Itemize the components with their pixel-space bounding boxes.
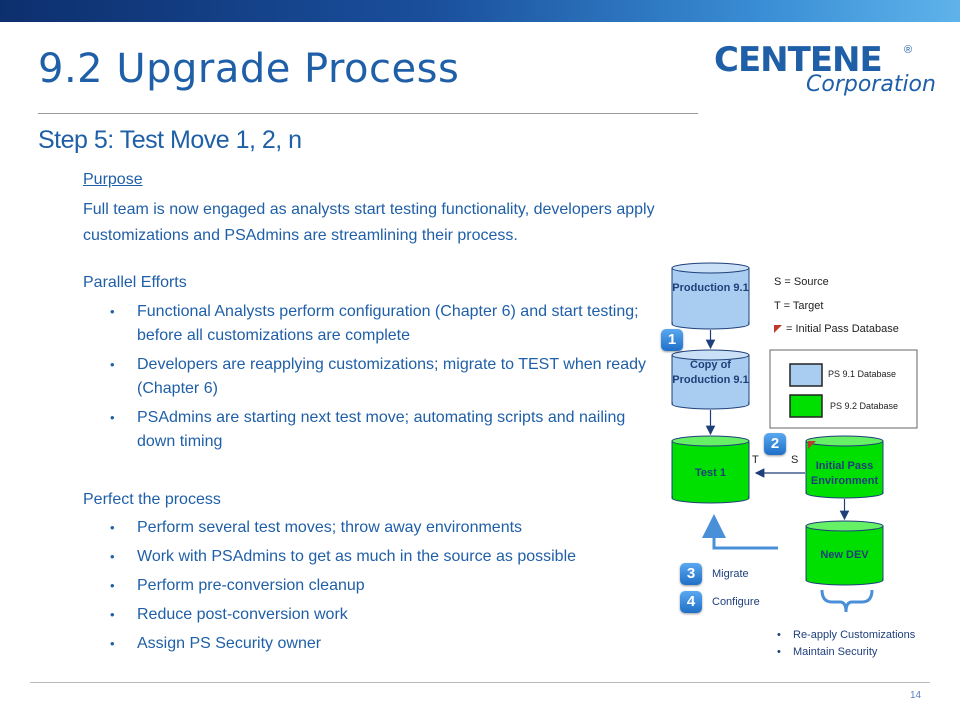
title-divider [38, 113, 698, 114]
list-item: Reduce post-conversion work [110, 603, 655, 627]
db-test-label: Test 1 [695, 467, 726, 479]
legend-ps92-label: PS 9.2 Database [830, 401, 899, 411]
parallel-efforts-heading: Parallel Efforts [83, 274, 187, 291]
list-item: Re-apply Customizations [775, 627, 915, 644]
slide-subtitle: Step 5: Test Move 1, 2, n [38, 126, 302, 154]
legend-initial-flag-icon [774, 325, 782, 333]
logo-wordmark: CENTENE [714, 40, 883, 80]
step-configure-label: Configure [712, 596, 760, 608]
list-item: PSAdmins are starting next test move; au… [110, 406, 655, 454]
legend-swatch-ps92 [789, 394, 823, 418]
list-item: Maintain Security [775, 644, 915, 661]
step-badge-2: 2 [764, 433, 786, 455]
legend-ps91-label: PS 9.1 Database [828, 369, 897, 379]
source-marker-label: S [791, 454, 799, 466]
page-title: 9.2 Upgrade Process [38, 46, 460, 92]
step-badge-4: 4 [680, 591, 702, 613]
parallel-efforts-list: Functional Analysts perform configuratio… [110, 300, 655, 454]
list-item: Assign PS Security owner [110, 632, 655, 656]
step-migrate-label: Migrate [712, 568, 749, 580]
page-number: 14 [910, 690, 922, 701]
db-copy-label: Copy of Production 9.1 [672, 359, 749, 386]
perfect-process-heading: Perfect the process [83, 491, 221, 508]
legend-swatch-ps91 [789, 363, 823, 387]
legend-source: S = Source [774, 276, 829, 288]
list-item: Functional Analysts perform configuratio… [110, 300, 655, 348]
newdev-notes-list: Re-apply Customizations Maintain Securit… [775, 627, 915, 661]
brace-newdev [820, 589, 874, 613]
db-initial-pass-label: Initial Pass Environment [810, 460, 879, 487]
purpose-text: Full team is now engaged as analysts sta… [83, 201, 655, 244]
top-banner [0, 0, 960, 22]
arrow-migrate [702, 514, 778, 550]
legend-target: T = Target [774, 300, 824, 312]
target-marker-label: T [752, 454, 759, 466]
list-item: Work with PSAdmins to get as much in the… [110, 545, 655, 569]
step-badge-1: 1 [661, 329, 683, 351]
list-item: Developers are reapplying customizations… [110, 353, 655, 401]
step-badge-3: 3 [680, 563, 702, 585]
footer-divider [30, 682, 930, 683]
legend-box [769, 349, 918, 429]
logo-registered-mark: ® [904, 44, 913, 56]
perfect-process-list: Perform several test moves; throw away e… [110, 516, 655, 656]
db-newdev-label: New DEV [820, 549, 869, 561]
list-item: Perform several test moves; throw away e… [110, 516, 655, 540]
list-item: Perform pre-conversion cleanup [110, 574, 655, 598]
db-production-label: Production 9.1 [672, 282, 749, 294]
purpose-heading: Purpose [83, 171, 143, 188]
company-logo: CENTENE ® Corporation [714, 40, 936, 100]
legend-initial-pass: = Initial Pass Database [786, 323, 899, 335]
logo-subtitle: Corporation [806, 72, 936, 97]
db-production-cylinder [671, 262, 750, 330]
